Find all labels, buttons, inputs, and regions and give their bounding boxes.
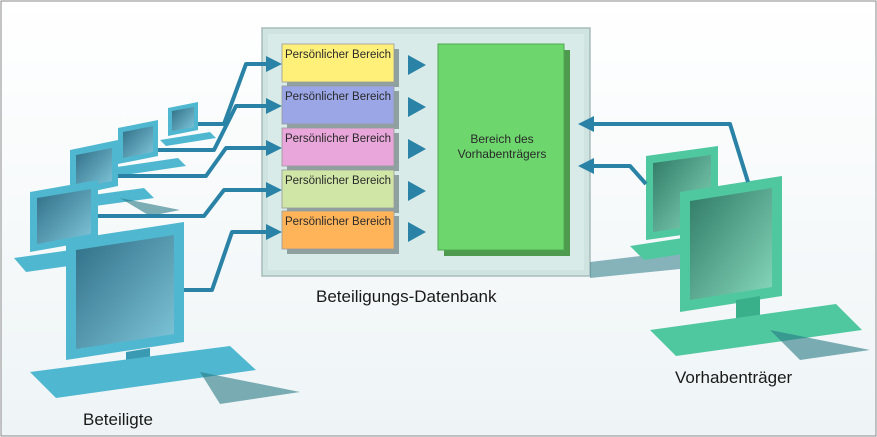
personal-area-box-4 — [281, 169, 395, 209]
personal-area-box-1 — [281, 43, 395, 83]
participants-caption: Beteiligte — [83, 410, 153, 429]
participant-arrowheads — [266, 56, 282, 240]
personal-area-box-5 — [281, 210, 395, 250]
participant-monitor-2 — [110, 120, 186, 176]
project-owner-caption: Vorhabenträger — [675, 368, 793, 387]
panel-shadow — [590, 250, 690, 278]
project-area-box — [437, 43, 565, 251]
participant-connectors — [98, 62, 268, 292]
personal-area-box-3 — [281, 127, 395, 167]
personal-area-label-2: Persönlicher Bereich — [284, 91, 392, 103]
personal-area-label-5: Persönlicher Bereich — [284, 216, 392, 228]
database-caption: Beteiligungs-Datenbank — [316, 287, 497, 306]
owner-monitor-2 — [650, 176, 870, 360]
owner-connectors — [590, 122, 750, 186]
personal-area-label-1: Persönlicher Bereich — [284, 49, 392, 61]
personal-area-box-2 — [281, 85, 395, 125]
owner-arrowheads — [578, 116, 594, 174]
project-area-label: Bereich des Vorhabenträgers — [457, 132, 547, 161]
personal-area-label-4: Persönlicher Bereich — [284, 175, 392, 187]
flow-triangles — [408, 55, 426, 242]
personal-area-boxes — [281, 43, 395, 250]
participant-monitor-5 — [30, 222, 300, 404]
participant-monitor-1 — [160, 102, 216, 146]
personal-area-label-3: Persönlicher Bereich — [284, 133, 392, 145]
